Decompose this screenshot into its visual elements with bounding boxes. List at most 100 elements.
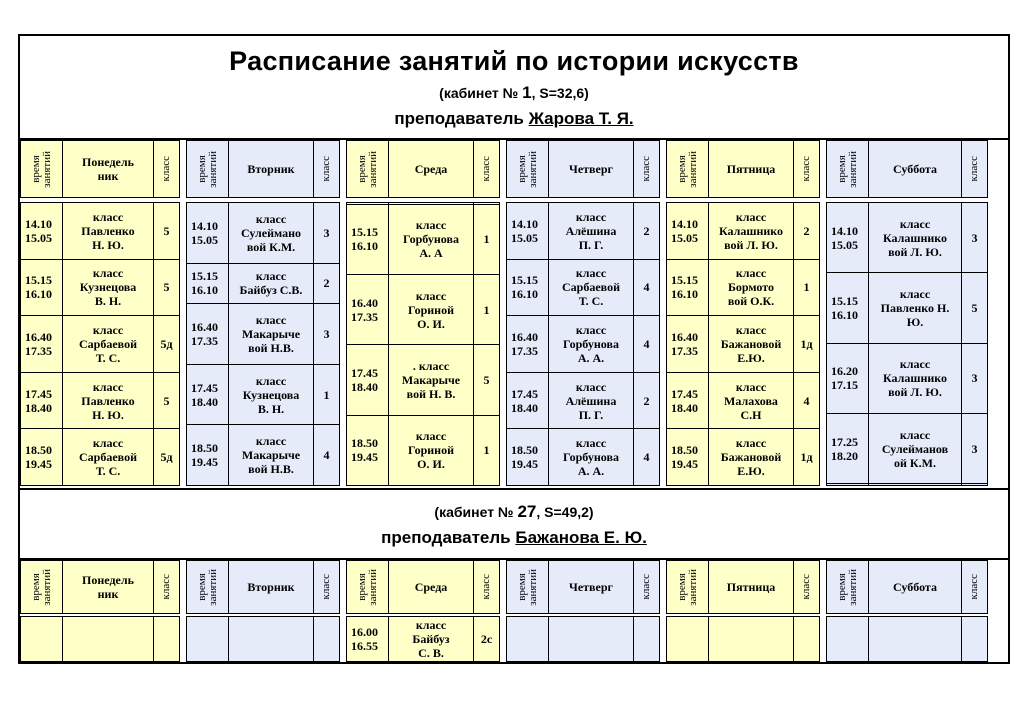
lesson-teacher: класс Калашнико вой Л. Ю. — [868, 342, 962, 414]
day-name-cell: Суббота — [868, 140, 962, 198]
lesson-time: 16.40 17.35 — [20, 315, 63, 373]
room-area: , S=32,6) — [531, 85, 589, 101]
lesson-teacher-text: класс Павленко Н. Ю. — [81, 209, 135, 252]
lesson-grade-text: 4 — [643, 450, 650, 465]
lesson-grade: 1 — [473, 273, 500, 346]
time-column-label: время занятий — [675, 150, 699, 188]
lesson-teacher — [548, 616, 634, 662]
grade-column-header: класс — [153, 560, 180, 614]
schedule-row: 18.50 19.45 класс Бажановой Е.Ю. 1д — [666, 428, 820, 486]
time-column-label: время занятий — [835, 150, 859, 188]
lesson-grade — [153, 616, 180, 662]
lesson-teacher-text: класс Сулейманов ой К.М. — [881, 427, 949, 470]
grade-column-header: класс — [633, 560, 660, 614]
lesson-grade-text: 5 — [163, 223, 170, 238]
lesson-time-text: 17.45 18.40 — [351, 365, 378, 394]
lesson-time-text: 15.15 16.10 — [671, 273, 698, 302]
lesson-grade: 4 — [633, 315, 660, 373]
lesson-teacher — [708, 616, 794, 662]
lesson-time: 16.40 17.35 — [666, 315, 709, 373]
grade-column-label: класс — [480, 574, 492, 600]
lesson-time-text: 16.40 17.35 — [25, 329, 52, 358]
lesson-teacher-text: класс Сулеймано вой К.М. — [240, 211, 302, 254]
lesson-grade-text: 4 — [803, 393, 810, 408]
lesson-grade: 2 — [633, 202, 660, 260]
grade-column-label: класс — [160, 156, 172, 182]
grade-column-header: класс — [473, 140, 500, 198]
lesson-teacher-text: класс Бормото вой О.К. — [727, 266, 775, 309]
lesson-time-text: 18.50 19.45 — [511, 443, 538, 472]
lesson-teacher — [228, 616, 314, 662]
lesson-time — [506, 616, 549, 662]
lesson-grade-text: 3 — [971, 230, 978, 245]
lesson-grade-text: 1д — [800, 450, 813, 465]
lesson-time-text: 18.50 19.45 — [191, 441, 218, 470]
lesson-time: 17.45 18.40 — [186, 363, 229, 426]
grade-column-header: класс — [153, 140, 180, 198]
schedule-row: 14.10 15.05 класс Павленко Н. Ю. 5 — [20, 202, 180, 260]
lesson-time — [666, 616, 709, 662]
lesson-teacher-text: класс Бажановой Е.Ю. — [720, 322, 782, 365]
lesson-teacher: класс Бажановой Е.Ю. — [708, 428, 794, 486]
lesson-grade-text: 2 — [803, 223, 810, 238]
time-column-label: время занятий — [355, 568, 379, 606]
schedule-row: 15.15 16.10 класс Бормото вой О.К. 1 — [666, 258, 820, 317]
lesson-teacher: класс Малахова С.Н — [708, 371, 794, 430]
day-name: Вторник — [247, 580, 295, 594]
lesson-time-text: 14.10 15.05 — [25, 216, 52, 245]
lesson-time — [186, 616, 229, 662]
lesson-teacher-text: класс Павленко Н. Ю. — [880, 286, 950, 329]
lesson-teacher: класс Байбуз С.В. — [228, 262, 314, 305]
lesson-grade: 1д — [793, 428, 820, 486]
lesson-grade: 4 — [633, 258, 660, 317]
grade-column-label: класс — [800, 156, 812, 182]
lesson-grade-text: 5 — [163, 280, 170, 295]
lesson-time: 15.15 16.10 — [666, 258, 709, 317]
lesson-teacher-text: класс Бажановой Е.Ю. — [720, 436, 782, 479]
lesson-grade: 2с — [473, 616, 500, 662]
lesson-teacher: класс Сарбаевой Т. С. — [62, 315, 154, 373]
time-column-header: время занятий — [346, 560, 389, 614]
teacher-prefix: преподаватель — [381, 528, 516, 547]
lesson-teacher-text: класс Сарбаевой Т. С. — [79, 436, 137, 479]
lesson-grade: 3 — [313, 303, 340, 365]
lesson-time-text: 16.40 17.35 — [671, 329, 698, 358]
lesson-teacher-text: класс Малахова С.Н — [724, 379, 778, 422]
lesson-teacher — [868, 616, 962, 662]
time-column-label: время занятий — [355, 150, 379, 188]
grade-column-header: класс — [473, 560, 500, 614]
lesson-time: 16.40 17.35 — [186, 303, 229, 365]
lesson-grade: 1 — [793, 258, 820, 317]
lesson-time-text: 18.50 19.45 — [25, 443, 52, 472]
lesson-grade: 1д — [793, 315, 820, 373]
lesson-teacher-text: класс Горбунова А. А. — [563, 322, 619, 365]
lesson-grade-text: 2 — [643, 223, 650, 238]
lesson-teacher-text: класс Байбуз С. В. — [412, 618, 450, 660]
day-name-cell: Пятница — [708, 140, 794, 198]
lesson-grade: 1 — [473, 203, 500, 275]
grade-column-label: класс — [640, 156, 652, 182]
lesson-time: 16.40 17.35 — [506, 315, 549, 373]
lesson-time-text: 18.50 19.45 — [671, 443, 698, 472]
lesson-grade: 5 — [473, 344, 500, 416]
lesson-time-text: 15.15 16.10 — [511, 273, 538, 302]
lesson-time-text: 16.20 17.15 — [831, 364, 858, 393]
lesson-time — [826, 616, 869, 662]
schedule-row: 16.40 17.35 класс Бажановой Е.Ю. 1д — [666, 315, 820, 373]
lesson-grade-text: 5 — [971, 300, 978, 315]
lesson-time: 14.10 15.05 — [666, 202, 709, 260]
lesson-grade-text: 2с — [480, 632, 493, 646]
